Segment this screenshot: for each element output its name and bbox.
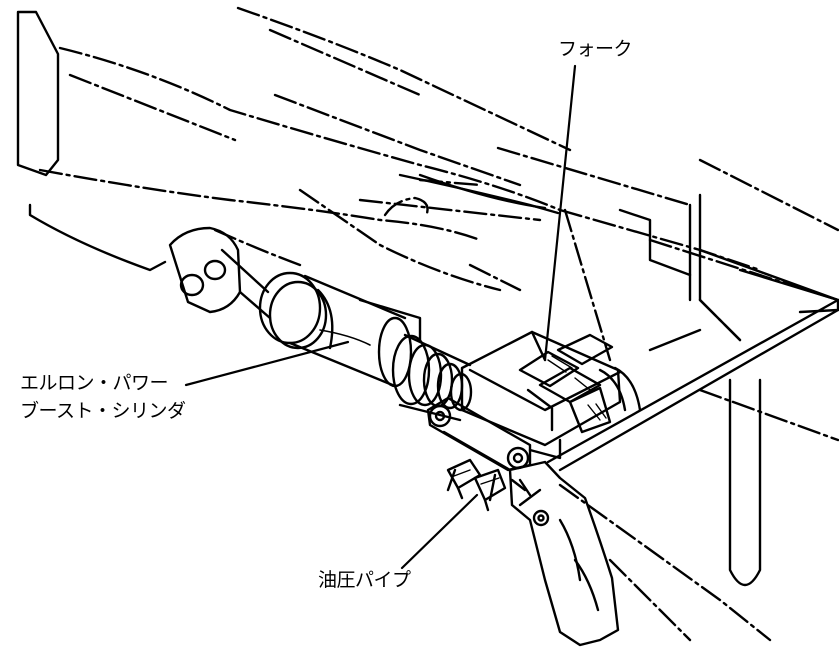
booster-cylinder-label-line1: エルロン・パワー	[20, 372, 169, 394]
hydraulic-fittings	[446, 458, 527, 512]
booster-leader-line	[184, 340, 350, 387]
fork-label: フォーク	[558, 38, 633, 60]
rod-end-fitting	[168, 226, 272, 320]
hydraulic-pipe-label: 油圧パイプ	[318, 569, 411, 591]
pipe-leader-line	[400, 493, 479, 570]
leader-lines	[184, 64, 577, 570]
wing-structure	[38, 6, 839, 642]
boost-cylinder	[258, 271, 473, 422]
fitting-outlines	[16, 10, 839, 587]
bellcrank-arm	[508, 460, 620, 647]
booster-cylinder-label-line2: ブースト・シリンダ	[20, 400, 186, 422]
fork-assembly	[460, 330, 642, 447]
fork-leader-line	[543, 64, 577, 362]
